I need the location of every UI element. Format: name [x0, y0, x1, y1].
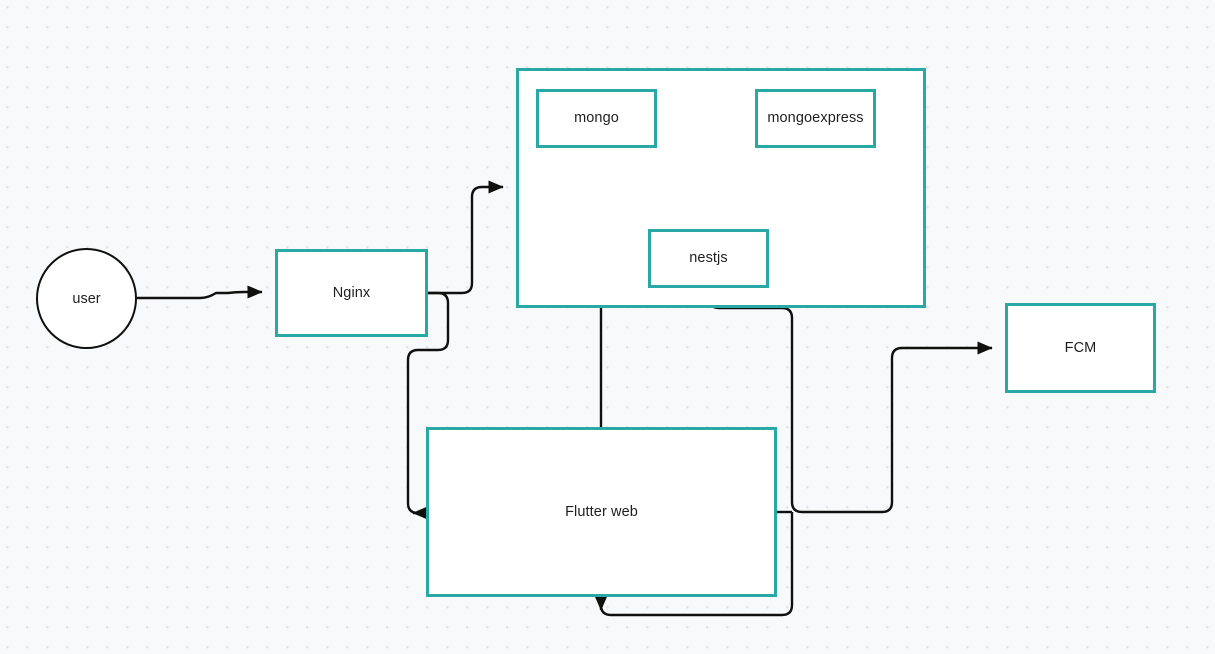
node-mongo[interactable]: mongo [536, 89, 657, 148]
node-mongoexpress[interactable]: mongoexpress [755, 89, 876, 148]
node-nestjs-label: nestjs [689, 250, 728, 267]
node-fcm-label: FCM [1064, 339, 1097, 356]
node-nestjs[interactable]: nestjs [648, 229, 769, 288]
node-fcm[interactable]: FCM [1005, 303, 1156, 393]
node-user-label: user [72, 290, 101, 307]
edge-nginx-to-server-group [428, 180, 504, 295]
node-user[interactable]: user [36, 248, 137, 349]
node-mongoexpress-label: mongoexpress [767, 110, 864, 127]
node-nginx-label: Nginx [332, 284, 371, 301]
node-mongo-label: mongo [574, 110, 619, 127]
node-flutter-web[interactable]: Flutter web [426, 427, 777, 597]
node-nginx[interactable]: Nginx [275, 249, 428, 337]
node-flutter-web-label: Flutter web [565, 503, 638, 520]
edge-user-to-nginx [137, 285, 263, 300]
